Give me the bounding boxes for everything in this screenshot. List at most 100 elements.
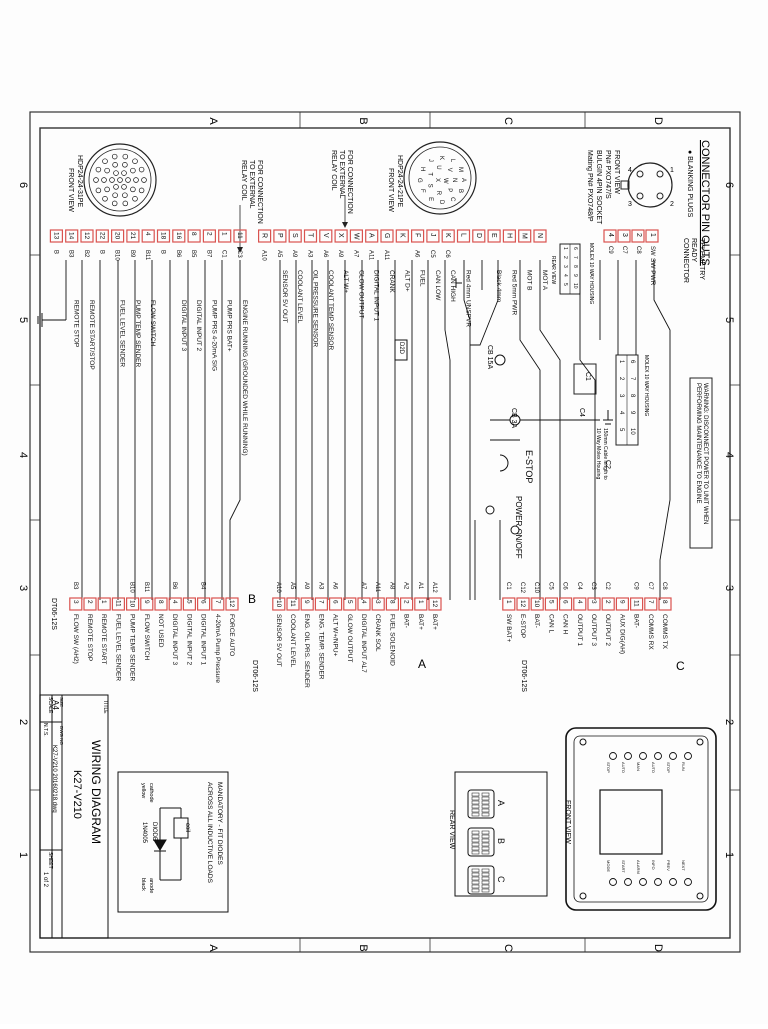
diode-note-box — [117, 771, 229, 913]
connector-a-pin-letter: E — [490, 233, 497, 238]
hdp-b-pin-hole — [112, 192, 118, 198]
connector-b-pin-label: DIGITAL INPUT 2 — [195, 300, 202, 352]
connector-a-pin-label: OIL PRESSURE SENSOR — [312, 270, 319, 347]
sheet-value: 1 of 2 — [42, 872, 48, 888]
dt06-c-pin-code: C12 — [519, 582, 525, 594]
connector-b-pin-label: FUEL LEVEL SENDER — [119, 300, 126, 367]
rear-connector-cell — [471, 792, 480, 797]
controller-button — [639, 878, 647, 886]
molex-small-pin: 9 — [572, 274, 578, 277]
connector-b-pin-box — [65, 229, 79, 243]
dt06-a-pin-box — [371, 597, 385, 611]
telemetry-pin-box — [617, 229, 631, 243]
border-letter-c-top: C — [502, 117, 514, 125]
scale-value: N.T.S. — [42, 723, 48, 737]
connector-a-pin-box — [395, 229, 409, 243]
dt06-b-pin-box — [211, 597, 225, 611]
border-letter-a-top: A — [207, 117, 219, 125]
connector-a-pin-letter: J — [429, 233, 436, 237]
dt06-c-pin-box — [658, 597, 672, 611]
connector-b-pin-number: 14 — [68, 232, 75, 240]
connector-a-pin-code: C5 — [429, 250, 435, 258]
hdp-b-pin-hole — [132, 196, 138, 202]
connector-b-pin-number: 4 — [144, 232, 151, 236]
connector-b-pin-box — [233, 229, 247, 243]
outer-frame — [29, 111, 741, 953]
dt06-b-pin-label: FORCE AUTO — [228, 614, 235, 656]
dt06-c-pin-number: 2 — [604, 600, 611, 604]
hdp-b-caption: FRONT VIEW — [67, 168, 74, 212]
dt06-c-pin-label: CAN H — [562, 614, 569, 635]
connector-b-pin-code: B — [52, 250, 58, 254]
rear-connector-cell — [471, 830, 480, 835]
dt06-c-pin-box — [601, 597, 615, 611]
bulgin-pin: 1 — [670, 167, 674, 174]
dt06-b-pin-label: NOT USED — [157, 614, 164, 648]
connector-a-pin-letter: S — [291, 233, 298, 238]
connector-b-pin-label: PUMP PRS 4-20mA SIG — [210, 300, 217, 371]
connector-a-pin-letter: A — [368, 233, 375, 238]
molex-big-pin: 2 — [618, 377, 624, 381]
dt06-c-pin-box — [615, 597, 630, 611]
connector-a-pin-box — [288, 229, 302, 243]
connector-a-pin-code: C6 — [444, 250, 450, 258]
dt06-c-pin-code: C2 — [604, 582, 610, 590]
hdp-a-pin-letter: A — [460, 178, 466, 182]
rear-connector-block — [467, 789, 495, 819]
hdp-a-pin-letter: X — [434, 178, 440, 182]
hdp-b-pin-hole — [122, 153, 129, 160]
connector-b-pin-number: 21 — [129, 232, 136, 240]
dt06-c-pin-box — [530, 597, 544, 611]
dt06-a-pin-box — [414, 597, 428, 611]
controller-button — [654, 752, 662, 760]
hdp-a-pin-letter: S — [426, 184, 432, 188]
fuse-15a — [494, 354, 506, 366]
relay-note-line: FOR CONNECTION — [256, 160, 263, 224]
controller-button — [654, 878, 662, 886]
dt06-c-pin-label: COMMS TX — [661, 614, 668, 650]
controller-button-label: START — [621, 860, 626, 873]
controller-button — [684, 878, 692, 886]
dt06-b-pin-label: 4-20mA Pump Pressure — [214, 614, 221, 683]
telemetry-pin-box — [603, 229, 617, 243]
fuse-3a-label: CB 3A — [510, 408, 517, 429]
relay-note-line: RELAY COIL — [240, 160, 247, 201]
rear-connector-cell — [471, 884, 480, 889]
telemetry-pin-code: C9 — [607, 246, 613, 254]
connector-b-pin-code: B — [98, 250, 104, 254]
dt06-c-pin-label: COMMS RX — [647, 614, 654, 650]
relay-arrowhead-b — [237, 247, 243, 253]
dt06-a-pin-box — [343, 597, 357, 611]
hdp-a-caption: HDP24-24-21PE — [396, 155, 403, 207]
controller-button-label: MODE — [606, 860, 611, 872]
connector-a-pin-label: SENSOR 5V OUT — [281, 270, 288, 323]
telemetry-title: TELEMETRY READY CONNECTOR — [682, 238, 705, 283]
hdp-a-pin-letter: C — [449, 197, 455, 202]
connector-a-pin-letter: F — [414, 233, 421, 237]
dt06-c-pin-number: 5 — [547, 600, 554, 604]
connector-a-pin-box — [365, 229, 379, 243]
dt06-a-pin-number: 3 — [374, 600, 381, 604]
connector-b-pin-box — [49, 229, 64, 243]
molex-big-pin: 8 — [629, 394, 635, 398]
connector-a-pin-code: A9 — [291, 250, 297, 258]
dt06-c-pin-label: OUTPUT 1 — [576, 614, 583, 646]
telemetry-title-line: READY — [690, 238, 697, 262]
estop-switch — [499, 454, 509, 472]
dt06-a-pin-number: 7 — [317, 600, 324, 604]
coil-label: coil — [184, 823, 190, 832]
connector-a-pin-box — [456, 229, 471, 243]
connector-a-pin-letter: G — [383, 233, 390, 238]
dt06-a-pin-box — [428, 597, 442, 611]
telemetry-title-line: CONNECTOR — [682, 238, 689, 283]
border-letter-d-top: D — [652, 117, 664, 125]
dt06-c-pin-code: C7 — [647, 582, 653, 590]
rear-view-box — [454, 771, 548, 897]
hdp-b-pin-hole — [133, 177, 139, 183]
dwg-file: K27-V210 20160218.dwg — [51, 745, 57, 813]
border-number: 2 — [17, 719, 29, 725]
hdp-b-pin-hole — [122, 192, 128, 198]
